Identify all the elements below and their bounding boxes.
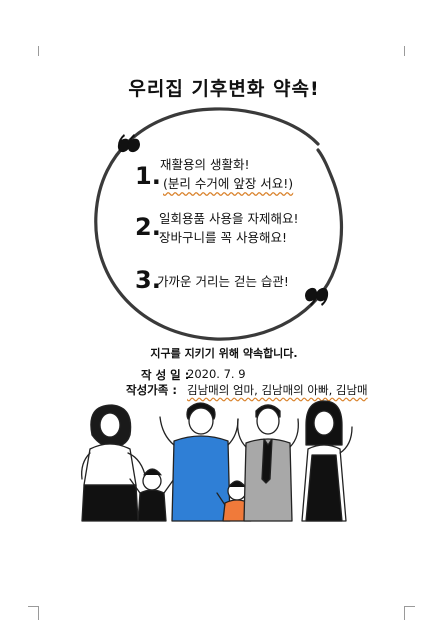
promise-3-number: 3. — [135, 266, 161, 294]
crop-mark-bottom-left-h — [28, 606, 39, 607]
woman-right-figure — [301, 400, 353, 522]
crop-mark-bottom-right-h — [404, 606, 415, 607]
family-label: 작성가족 : — [126, 383, 177, 397]
date-value: 2020. 7. 9 — [187, 367, 246, 381]
crop-mark-top-left — [38, 46, 39, 56]
promise-2-number: 2. — [135, 213, 161, 241]
promise-1-line-1: 재활용의 생활화! — [160, 157, 250, 172]
grey-suit-figure — [237, 404, 299, 522]
family-illustration — [81, 400, 353, 522]
child-left-figure — [129, 468, 175, 522]
promise-3-line-1: 가까운 거리는 걷는 습관! — [157, 274, 289, 289]
quote-close-icon — [305, 287, 329, 306]
crop-mark-bottom-left-v — [38, 606, 39, 620]
crop-mark-bottom-right-v — [404, 606, 405, 620]
promise-1-number: 1. — [135, 162, 161, 190]
promise-1-line-2: (분리 수거에 앞장 서요!) — [163, 176, 294, 191]
pledge-text: 지구를 지키기 위해 약속합니다. — [150, 347, 298, 360]
promise-2-line-2: 장바구니를 꼭 사용해요! — [159, 230, 287, 245]
mother-figure — [81, 404, 147, 522]
quote-open-icon — [117, 134, 140, 153]
date-label: 작 성 일 : — [141, 368, 190, 382]
page-title: 우리집 기후변화 약속! — [128, 78, 320, 100]
promise-2-line-1: 일회용품 사용을 자제해요! — [159, 211, 299, 226]
father-figure — [159, 402, 239, 522]
crop-mark-top-right — [404, 46, 405, 56]
family-value: 김남매의 엄마, 김남매의 아빠, 김남매 — [187, 383, 368, 397]
